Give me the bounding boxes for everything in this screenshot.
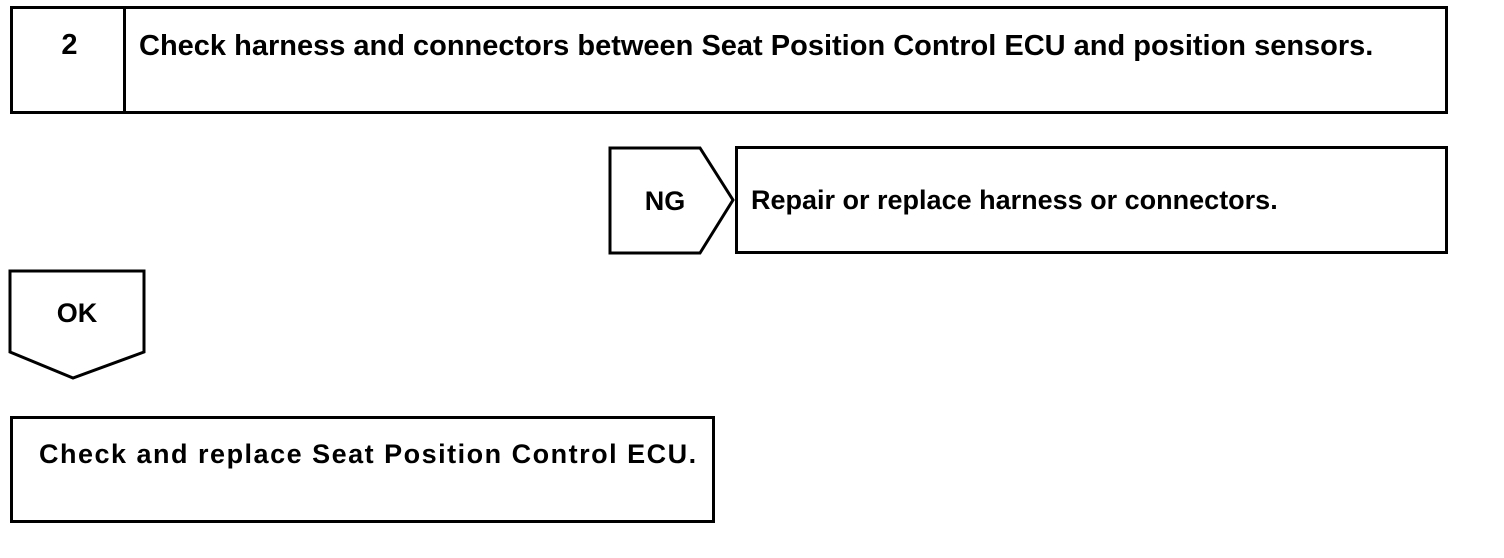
step-title: Check harness and connectors between Sea… bbox=[139, 30, 1374, 62]
step-check-box: 2 Check harness and connectors between S… bbox=[10, 6, 1448, 114]
step-number: 2 bbox=[61, 29, 78, 61]
ng-label: NG bbox=[644, 186, 686, 216]
ok-action-box: Check and replace Seat Position Control … bbox=[10, 416, 715, 523]
ok-action-text: Check and replace Seat Position Control … bbox=[39, 439, 698, 469]
ng-action-text: Repair or replace harness or connectors. bbox=[751, 185, 1278, 215]
ok-label: OK bbox=[56, 298, 98, 328]
ng-action-box: Repair or replace harness or connectors. bbox=[735, 146, 1448, 254]
step-number-cell: 2 bbox=[13, 9, 126, 111]
